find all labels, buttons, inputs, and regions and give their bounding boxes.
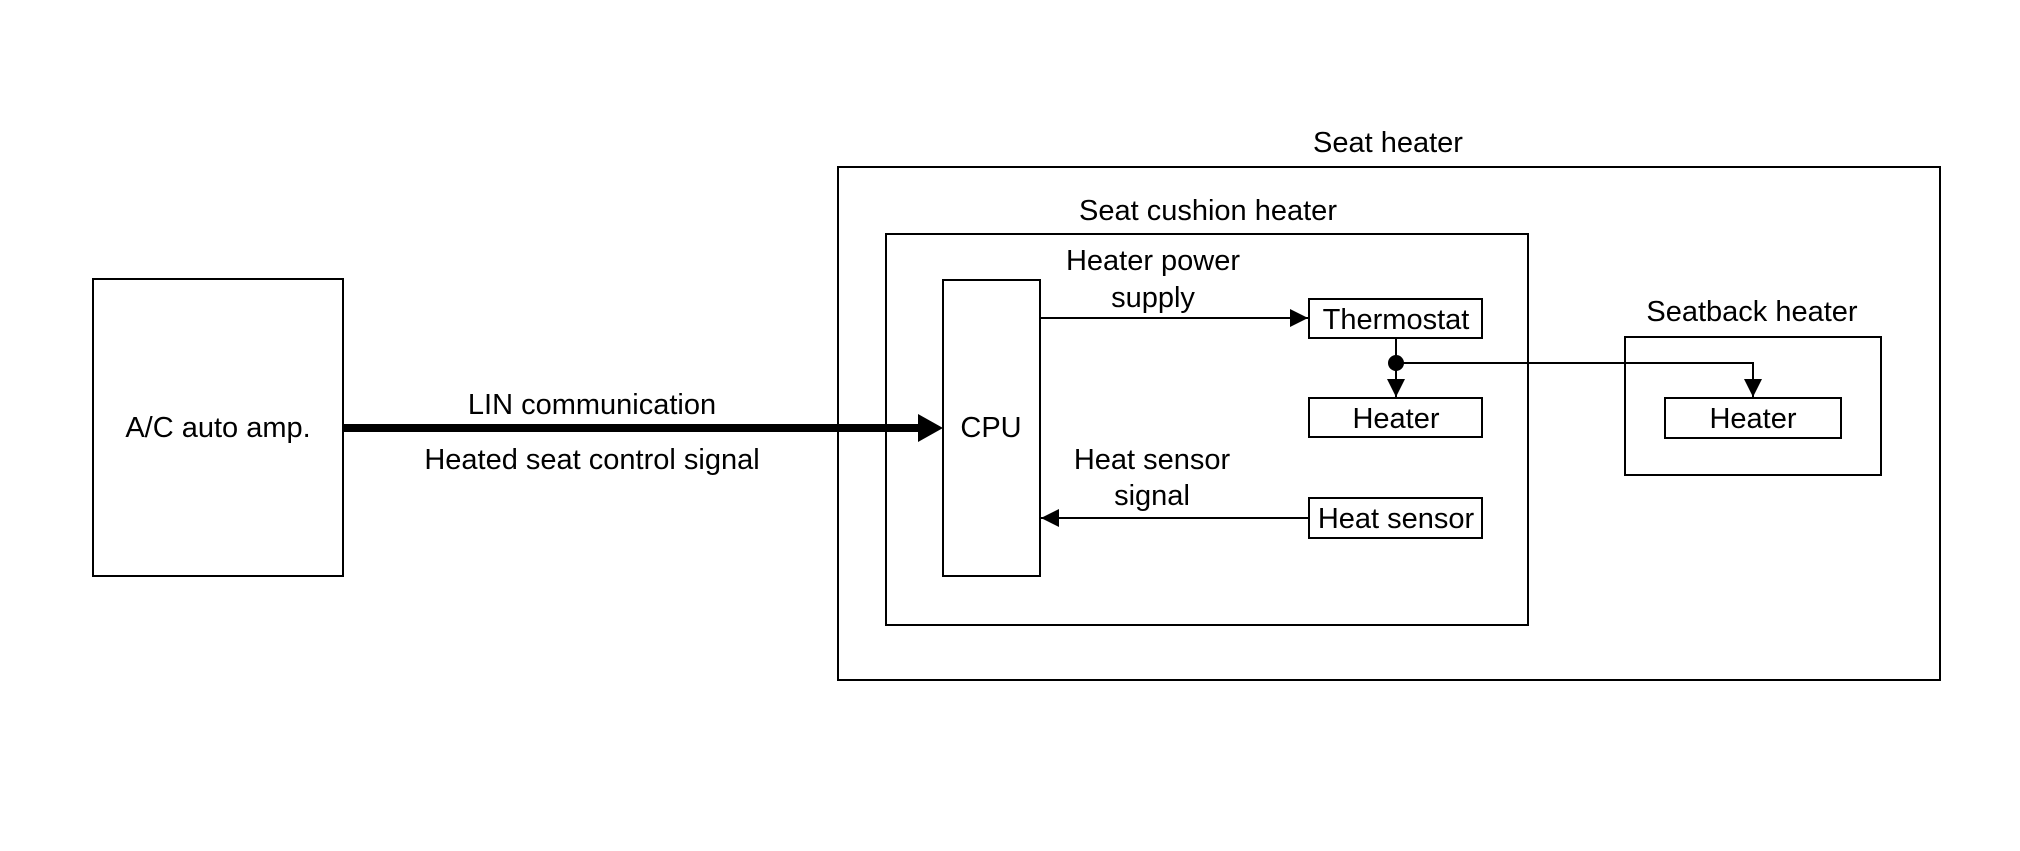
ac-auto-amp-label: A/C auto amp.: [125, 412, 310, 444]
power-supply-label-line1: Heater power: [1066, 245, 1240, 277]
seatback-heater-element-label: Heater: [1709, 403, 1796, 435]
sensor-signal-link: Heat sensor signal: [1041, 444, 1309, 527]
sensor-signal-label-line2: signal: [1114, 480, 1190, 512]
seat-heater-frame: [837, 166, 1941, 681]
seatback-heater-group: Seatback heater: [1624, 296, 1882, 476]
cpu-label: CPU: [960, 412, 1021, 444]
power-supply-link: Heater power supply: [1040, 245, 1308, 327]
lin-link-label: LIN communication: [468, 389, 716, 421]
seatback-heater-element-box: [1664, 397, 1842, 439]
seat-cushion-heater-group: Seat cushion heater: [885, 195, 1529, 626]
seat-cushion-heater-label: Seat cushion heater: [1079, 195, 1337, 227]
lin-link-sublabel: Heated seat control signal: [424, 444, 759, 476]
thermostat-block: Thermostat: [1308, 298, 1483, 339]
seatback-heater-label: Seatback heater: [1646, 296, 1858, 328]
thermostat-label: Thermostat: [1323, 304, 1470, 336]
heat-sensor-block: Heat sensor: [1308, 497, 1483, 539]
cushion-heater-element-box: [1308, 397, 1483, 438]
sensor-signal-label-line1: Heat sensor: [1074, 444, 1231, 476]
cpu-block: CPU: [942, 279, 1041, 577]
lin-bus-arrowhead: [918, 414, 943, 442]
thermostat-to-heaters-wiring: [1387, 338, 1762, 397]
heat-sensor-label: Heat sensor: [1318, 503, 1475, 535]
power-supply-label-line2: supply: [1111, 282, 1195, 314]
seatback-heater-element-block: Heater: [1664, 397, 1842, 439]
cushion-heater-element-label: Heater: [1352, 403, 1439, 435]
cushion-heater-element-block: Heater: [1308, 397, 1483, 438]
thermostat-to-seatback-heater-wire: [1396, 362, 1762, 397]
seatback-heater-frame: [1624, 336, 1882, 476]
ac-auto-amp-block: A/C auto amp.: [92, 278, 344, 577]
seat-heater-group: Seat heater: [837, 127, 1941, 681]
lin-link: LIN communication Heated seat control si…: [343, 389, 943, 476]
seat-heater-label: Seat heater: [1313, 127, 1463, 159]
